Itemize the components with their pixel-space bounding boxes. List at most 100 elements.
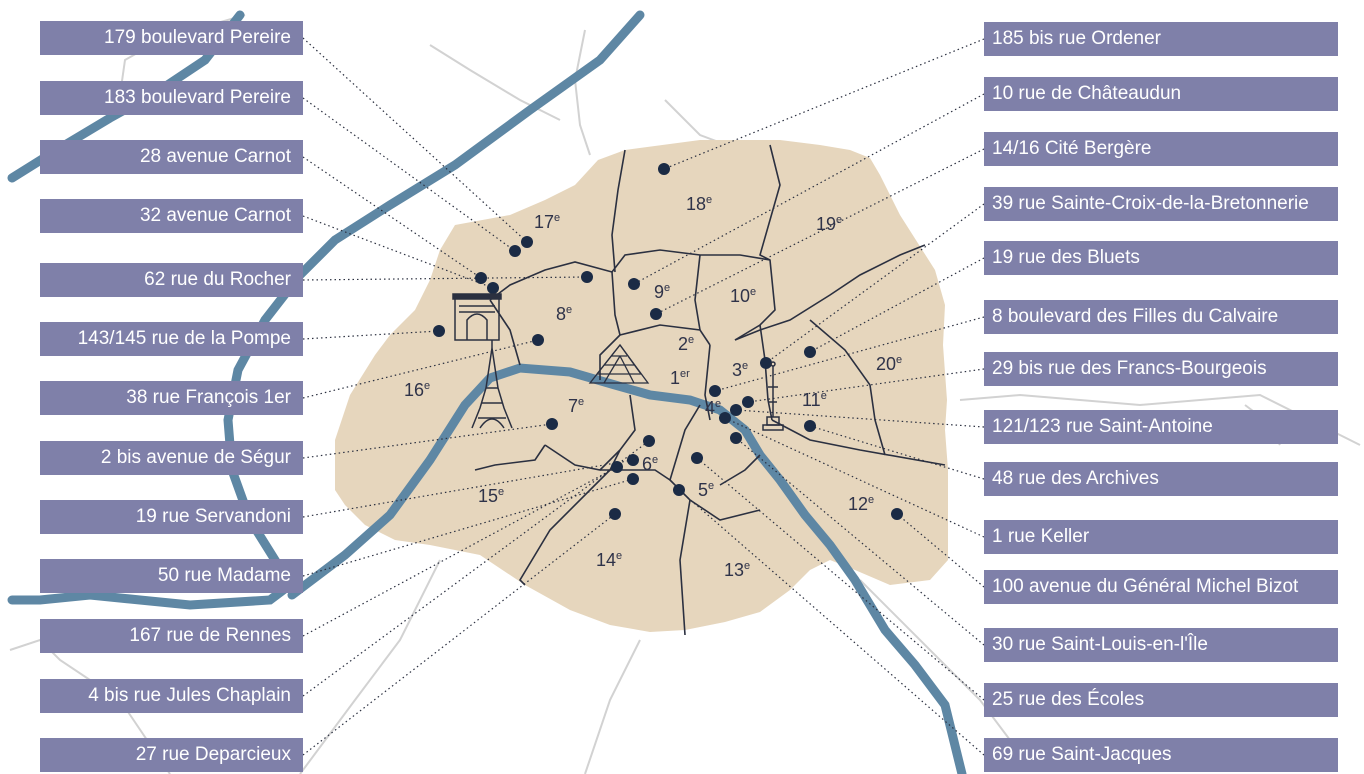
location-dot[interactable] [627, 473, 639, 485]
leader-line [302, 97, 516, 252]
location-dot[interactable] [730, 404, 742, 416]
left-address-label[interactable]: 143/145 rue de la Pompe [40, 322, 303, 356]
location-dot[interactable] [487, 282, 499, 294]
right-address-label[interactable]: 121/123 rue Saint-Antoine [984, 410, 1338, 444]
arrondissement-number: 3 [732, 360, 742, 380]
arrondissement-number: 2 [678, 334, 688, 354]
right-address-label[interactable]: 8 boulevard des Filles du Calvaire [984, 300, 1338, 334]
right-address-label[interactable]: 19 rue des Bluets [984, 241, 1338, 275]
right-address-label[interactable]: 10 rue de Châteaudun [984, 77, 1338, 111]
leader-lines [302, 37, 985, 756]
location-dot[interactable] [509, 245, 521, 257]
arrondissement-label: 8e [556, 304, 572, 324]
arrondissement-number: 14 [596, 550, 616, 570]
arrondissement-label: 11e [802, 390, 827, 410]
location-dot[interactable] [475, 272, 487, 284]
arrondissement-number: 5 [698, 480, 708, 500]
left-address-label[interactable]: 183 boulevard Pereire [40, 81, 303, 115]
right-address-label[interactable]: 39 rue Sainte-Croix-de-la-Bretonnerie [984, 187, 1338, 221]
arrondissement-suffix: e [821, 390, 827, 402]
arrondissement-label: 12e [848, 494, 874, 514]
leader-line [302, 466, 618, 637]
arrondissement-label: 16e [404, 380, 430, 400]
arrondissement-number: 6 [642, 454, 652, 474]
arrondissement-number: 10 [730, 286, 750, 306]
right-address-label[interactable]: 29 bis rue des Francs-Bourgeois [984, 352, 1338, 386]
location-dot[interactable] [650, 308, 662, 320]
arrondissement-label: 14e [596, 550, 622, 570]
right-address-label[interactable]: 69 rue Saint-Jacques [984, 738, 1338, 772]
location-dot[interactable] [521, 236, 533, 248]
arrondissement-suffix: e [652, 454, 658, 466]
arrondissement-suffix: e [706, 194, 712, 206]
left-address-label[interactable]: 38 rue François 1er [40, 381, 303, 415]
arrondissement-label: 5e [698, 480, 714, 500]
arrondissement-label: 3e [732, 360, 748, 380]
left-address-label[interactable]: 4 bis rue Jules Chaplain [40, 679, 303, 713]
right-address-label[interactable]: 48 rue des Archives [984, 462, 1338, 496]
leader-line [302, 423, 553, 459]
arrondissement-label: 20e [876, 354, 902, 374]
arrondissement-label: 15e [478, 486, 504, 506]
arrondissement-suffix: e [688, 334, 694, 346]
location-dot[interactable] [742, 396, 754, 408]
location-dot[interactable] [658, 163, 670, 175]
background-roads [9, 14, 1361, 774]
arrondissement-label: 7e [568, 396, 584, 416]
left-address-label[interactable]: 2 bis avenue de Ségur [40, 441, 303, 475]
left-address-label[interactable]: 32 avenue Carnot [40, 199, 303, 233]
location-dot[interactable] [760, 357, 772, 369]
left-address-label[interactable]: 62 rue du Rocher [40, 263, 303, 297]
leader-line [302, 37, 528, 243]
location-dot[interactable] [609, 508, 621, 520]
arrondissement-suffix: e [566, 304, 572, 316]
right-address-label[interactable]: 185 bis rue Ordener [984, 22, 1338, 56]
eiffel-tower-icon [471, 340, 513, 429]
left-address-label[interactable]: 19 rue Servandoni [40, 500, 303, 534]
location-dot[interactable] [691, 452, 703, 464]
arc-de-triomphe-icon [452, 293, 502, 341]
location-dot[interactable] [581, 271, 593, 283]
location-dot[interactable] [804, 420, 816, 432]
location-dot[interactable] [891, 508, 903, 520]
location-dot[interactable] [673, 484, 685, 496]
location-dot[interactable] [611, 461, 623, 473]
leader-line [714, 316, 985, 392]
paris-outline [335, 140, 948, 632]
right-address-label[interactable]: 1 rue Keller [984, 520, 1338, 554]
left-address-label[interactable]: 167 rue de Rennes [40, 619, 303, 653]
location-dot[interactable] [730, 432, 742, 444]
location-dot[interactable] [627, 454, 639, 466]
right-address-label[interactable]: 25 rue des Écoles [984, 683, 1338, 717]
left-address-label[interactable]: 179 boulevard Pereire [40, 21, 303, 55]
arrondissement-number: 17 [534, 212, 554, 232]
right-address-label[interactable]: 30 rue Saint-Louis-en-l'Île [984, 628, 1338, 662]
left-address-label[interactable]: 27 rue Deparcieux [40, 738, 303, 772]
location-dot[interactable] [532, 334, 544, 346]
arrondissement-suffix: e [578, 396, 584, 408]
arrondissement-number: 12 [848, 494, 868, 514]
location-dot[interactable] [433, 325, 445, 337]
arrondissement-suffix: e [896, 354, 902, 366]
leader-line [747, 368, 985, 403]
location-dot[interactable] [643, 435, 655, 447]
right-address-label[interactable]: 100 avenue du Général Michel Bizot [984, 570, 1338, 604]
arrondissement-suffix: e [664, 282, 670, 294]
location-dot[interactable] [804, 346, 816, 358]
location-dot[interactable] [546, 418, 558, 430]
arrondissement-label: 13e [724, 560, 750, 580]
location-dot[interactable] [709, 385, 721, 397]
louvre-pyramid-icon [588, 343, 650, 384]
leader-line [809, 425, 985, 480]
right-address-label[interactable]: 14/16 Cité Bergère [984, 132, 1338, 166]
arrondissement-suffix: e [744, 560, 750, 572]
left-address-label[interactable]: 50 rue Madame [40, 559, 303, 593]
location-dot[interactable] [628, 278, 640, 290]
location-dot[interactable] [719, 412, 731, 424]
arrondissement-suffix: e [498, 486, 504, 498]
arrondissement-number: 7 [568, 396, 578, 416]
arrondissement-number: 16 [404, 380, 424, 400]
arrondissement-number: 8 [556, 304, 566, 324]
left-address-label[interactable]: 28 avenue Carnot [40, 140, 303, 174]
